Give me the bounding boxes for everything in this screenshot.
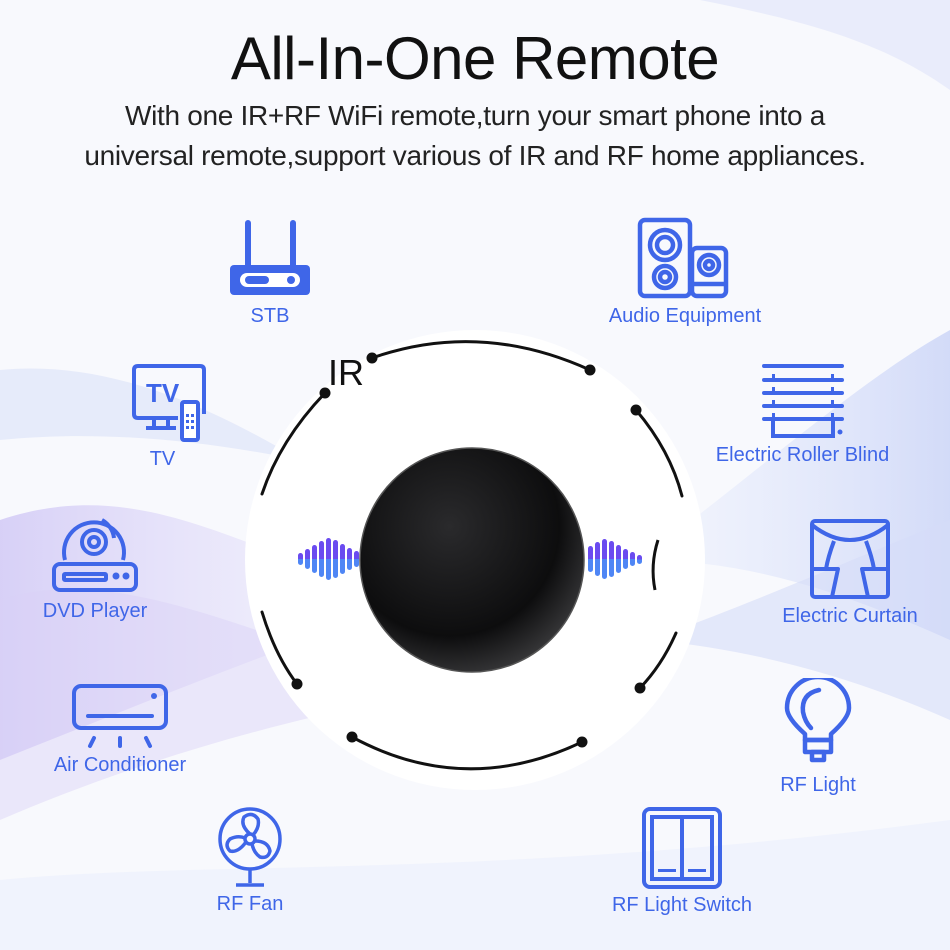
page-subtitle: With one IR+RF WiFi remote,turn your sma… bbox=[0, 96, 950, 176]
device-rf-light: RF Light bbox=[768, 678, 868, 797]
device-label: Electric Roller Blind bbox=[715, 444, 890, 466]
device-label: Electric Curtain bbox=[782, 605, 918, 627]
page-title: All-In-One Remote bbox=[230, 25, 720, 92]
device-audio-equipment: Audio Equipment bbox=[585, 215, 785, 328]
signal-wave-left bbox=[298, 538, 359, 580]
device-label: STB bbox=[250, 305, 290, 327]
air-conditioner-icon bbox=[72, 684, 168, 748]
subtitle-line-1: With one IR+RF WiFi remote,turn your sma… bbox=[124, 100, 826, 131]
curtain-icon bbox=[810, 519, 890, 599]
device-label: Air Conditioner bbox=[53, 754, 187, 776]
device-label: TV bbox=[149, 448, 176, 470]
svg-text:TV: TV bbox=[146, 378, 180, 408]
device-stb: STB bbox=[205, 215, 335, 328]
device-roller-blind: Electric Roller Blind bbox=[695, 358, 910, 467]
fan-icon bbox=[218, 807, 282, 887]
device-label: RF Light Switch bbox=[611, 894, 753, 916]
set-top-box-icon bbox=[230, 220, 310, 295]
roller-blind-icon bbox=[761, 364, 844, 438]
subtitle-line-2: universal remote,support various of IR a… bbox=[84, 140, 866, 171]
light-switch-icon bbox=[642, 807, 722, 889]
tv-icon: TV bbox=[131, 364, 206, 442]
device-air-conditioner: Air Conditioner bbox=[40, 682, 200, 777]
ir-label: IR bbox=[328, 352, 364, 393]
device-label: Audio Equipment bbox=[608, 305, 762, 327]
dvd-player-icon bbox=[52, 518, 138, 592]
device-label: RF Fan bbox=[216, 893, 284, 915]
signal-wave-right bbox=[588, 539, 642, 579]
device-label: RF Light bbox=[780, 774, 856, 796]
light-bulb-icon bbox=[784, 678, 852, 763]
device-rf-fan: RF Fan bbox=[200, 805, 300, 916]
device-rf-light-switch: RF Light Switch bbox=[592, 806, 772, 917]
device-tv: TV TV bbox=[105, 362, 220, 471]
speaker-icon bbox=[637, 217, 729, 299]
device-label: DVD Player bbox=[42, 600, 148, 622]
device-electric-curtain: Electric Curtain bbox=[765, 517, 935, 628]
device-dvd-player: DVD Player bbox=[30, 510, 160, 623]
